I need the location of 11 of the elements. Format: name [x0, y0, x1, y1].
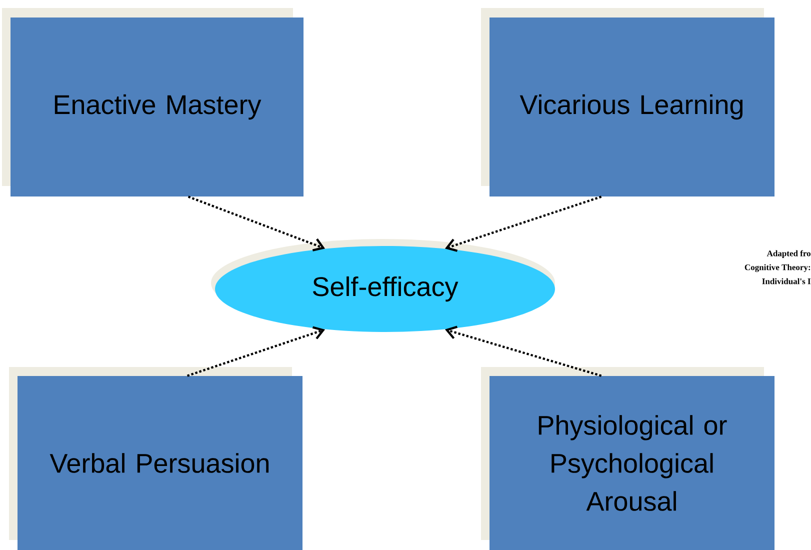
note-text: Adapted fro [766, 250, 810, 258]
process-box: Verbal Persuasion [9, 367, 302, 550]
arrow [444, 326, 602, 377]
process-box: Vicarious Learning [481, 8, 774, 196]
note-text: Cognitive Theory: [744, 264, 810, 272]
arrow [444, 196, 602, 252]
note-text: Individual's I [762, 278, 811, 284]
process-box: Enactive Mastery [2, 8, 304, 196]
process-box: Physiological or Psychological Arousal [481, 367, 774, 550]
arrow [188, 196, 326, 252]
arrow [186, 326, 326, 377]
